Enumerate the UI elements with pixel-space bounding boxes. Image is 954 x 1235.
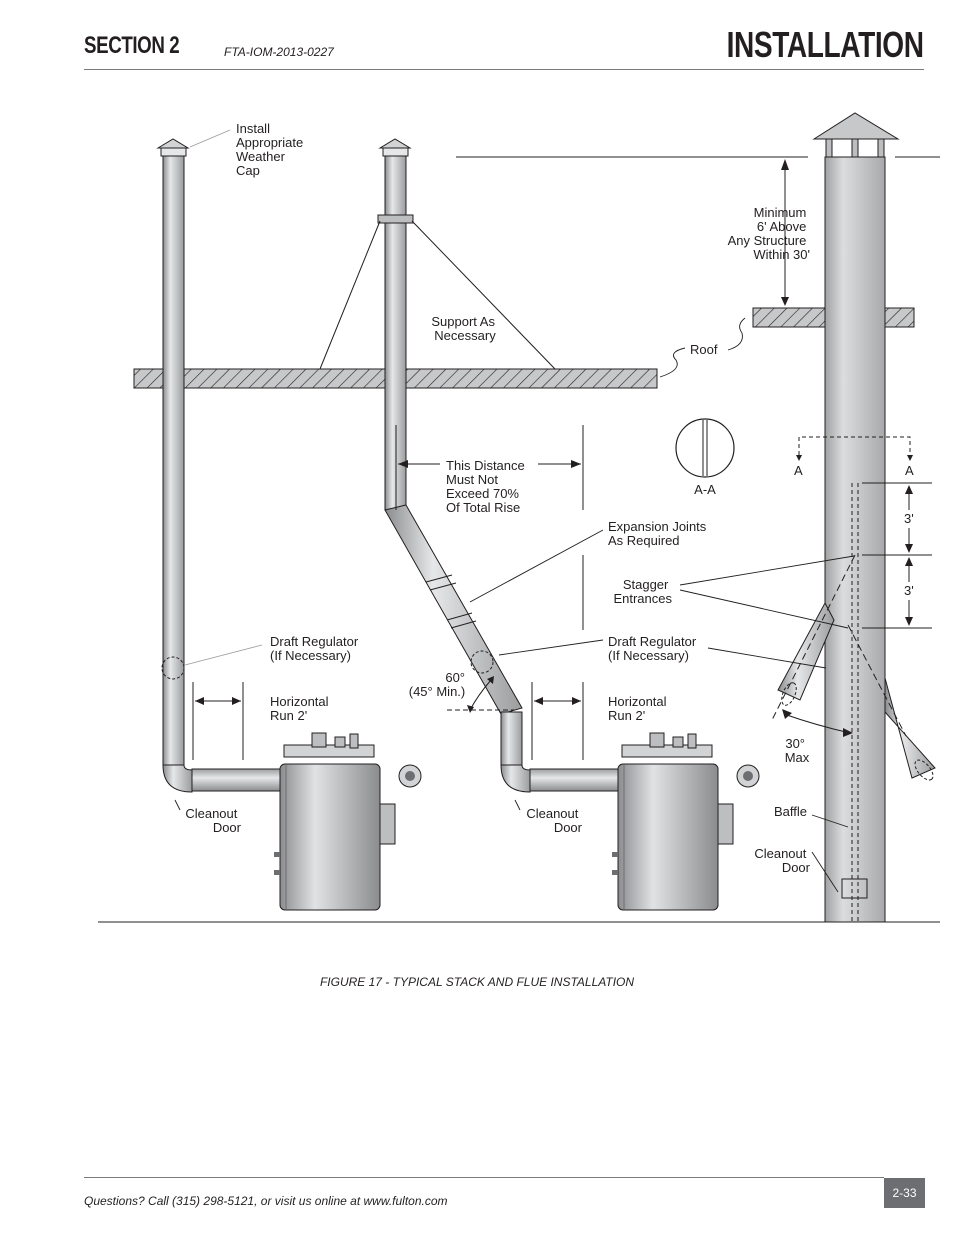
label-angle: 60° (45° Min.): [409, 670, 469, 699]
label-draft-left: Draft Regulator (If Necessary): [270, 634, 362, 663]
label-horiz-left: Horizontal Run 2': [270, 694, 332, 723]
label-minimum: Minimum 6' Above Any Structure Within 30…: [728, 205, 810, 262]
label-three-ft-1: 3': [904, 511, 914, 526]
dimensions: [192, 156, 940, 760]
label-thirty-deg: 30° Max: [785, 736, 810, 765]
document-number: FTA-IOM-2013-0227: [224, 45, 334, 59]
footer-contact: Questions? Call (315) 298-5121, or visit…: [84, 1194, 448, 1208]
middle-stack: [377, 138, 621, 793]
label-horiz-right: Horizontal Run 2': [608, 694, 670, 723]
boiler-right: [612, 732, 760, 911]
header-rule: [84, 69, 924, 70]
leader-lines: [174, 129, 855, 893]
page-title: INSTALLATION: [726, 24, 924, 65]
label-cleanout-right: Cleanout Door: [754, 846, 810, 875]
label-expansion-joints: Expansion Joints As Required: [608, 519, 710, 548]
label-baffle: Baffle: [774, 804, 807, 819]
label-stagger: Stagger Entrances: [613, 577, 672, 606]
label-section-aa: A-A: [694, 482, 716, 497]
label-draft-right: Draft Regulator (If Necessary): [608, 634, 700, 663]
section-label: SECTION 2: [84, 32, 180, 59]
label-section-a-left: A: [794, 463, 803, 478]
label-distance: This Distance Must Not Exceed 70% Of Tot…: [446, 458, 528, 515]
label-cleanout-mid: Cleanout Door: [526, 806, 582, 835]
figure-caption: FIGURE 17 - TYPICAL STACK AND FLUE INSTA…: [319, 975, 635, 989]
page-number: 2-33: [884, 1178, 925, 1208]
footer-rule: [84, 1177, 884, 1178]
label-support: Support As Necessary: [431, 314, 498, 343]
left-stack: [156, 138, 281, 793]
label-three-ft-2: 3': [904, 583, 914, 598]
label-roof: Roof: [690, 342, 718, 357]
label-weather-cap: Install Appropriate Weather Cap: [236, 121, 307, 178]
label-cleanout-left: Cleanout Door: [185, 806, 241, 835]
label-section-a-right: A: [905, 463, 914, 478]
boiler-left: [274, 732, 422, 911]
masonry-chimney: [771, 112, 936, 923]
